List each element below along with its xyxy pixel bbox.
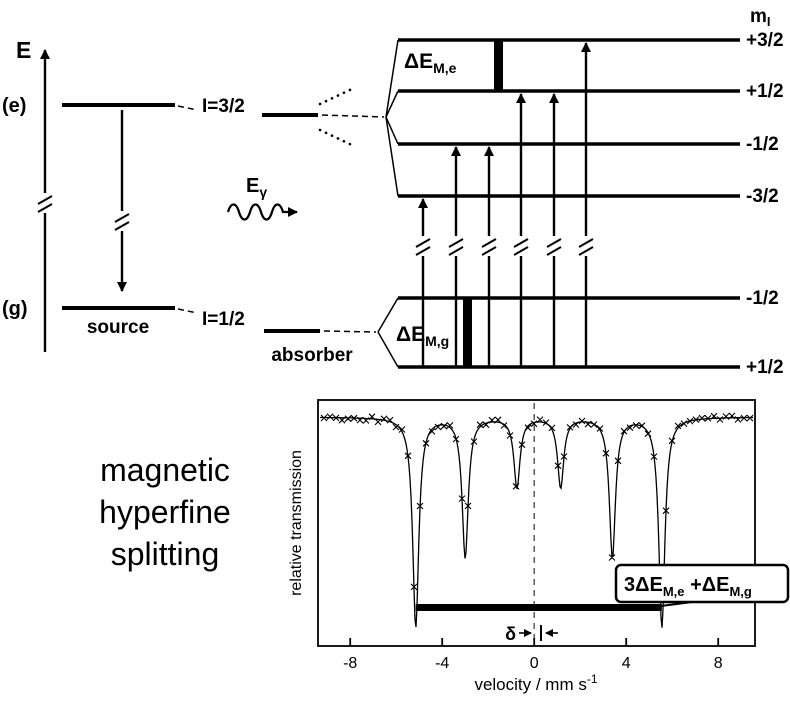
excited-state-label: (e) bbox=[2, 95, 26, 117]
x-tick-label: 8 bbox=[714, 655, 723, 672]
ground-sublevels bbox=[398, 296, 740, 369]
m-label-ground-0: -1/2 bbox=[746, 288, 779, 309]
m-label-excited-0: +3/2 bbox=[746, 30, 784, 51]
callout-box bbox=[614, 563, 790, 604]
callout-label: 3ΔEM,e +ΔEM,g bbox=[624, 574, 752, 599]
caption-line-1: magnetic bbox=[100, 452, 230, 488]
excited-fan-dash bbox=[321, 114, 385, 118]
ground-split-fan bbox=[377, 297, 399, 368]
spectrum-y-label: relative transmission bbox=[288, 450, 305, 596]
transition-break-mark-5 bbox=[546, 235, 562, 257]
x-tick-label: 4 bbox=[622, 655, 631, 672]
x-tick-label: 0 bbox=[530, 655, 539, 672]
gamma-photon-label: Eγ bbox=[246, 175, 267, 200]
delta-e-excited-label: ΔEM,e bbox=[404, 50, 457, 76]
source-label: source bbox=[87, 317, 149, 338]
delta-e-ground-bar bbox=[463, 299, 472, 367]
x-axis-ticks: -8 -4 0 4 8 bbox=[343, 638, 723, 672]
m-label-ground-1: +1/2 bbox=[746, 357, 784, 378]
delta-e-excited-bar bbox=[494, 41, 503, 91]
excited-fan-dots-upper bbox=[318, 86, 356, 106]
x-tick-label: -4 bbox=[435, 655, 449, 672]
ground-fan-dash bbox=[323, 330, 377, 333]
ground-connector-dash bbox=[177, 308, 198, 314]
m-label-excited-3: -3/2 bbox=[746, 186, 779, 207]
isomer-shift-label: δ bbox=[505, 624, 516, 644]
gamma-wave-arrow bbox=[226, 203, 298, 221]
transition-break-mark-6 bbox=[578, 235, 594, 257]
m-label-excited-1: +1/2 bbox=[746, 81, 784, 102]
ground-state-label: (g) bbox=[2, 298, 28, 320]
total-splitting-bar bbox=[415, 604, 662, 611]
transition-break-mark-3 bbox=[481, 235, 497, 257]
axis-break-mark bbox=[37, 192, 53, 214]
ground-spin-label: I=1/2 bbox=[202, 309, 245, 330]
transition-break-mark-2 bbox=[448, 235, 464, 257]
transition-break-mark-4 bbox=[513, 235, 529, 257]
transition-break-mark-1 bbox=[415, 235, 431, 257]
decay-break-mark bbox=[114, 210, 130, 232]
transition-arrows bbox=[418, 42, 591, 367]
spectrum-plot-box bbox=[317, 399, 756, 647]
delta-e-ground-label: ΔEM,g bbox=[396, 323, 449, 349]
excited-fan-dots-lower bbox=[318, 128, 356, 148]
excited-split-fan bbox=[385, 39, 399, 197]
m-quantum-header: mI bbox=[750, 6, 771, 29]
absorber-label: absorber bbox=[271, 345, 353, 366]
caption-line-3: splitting bbox=[111, 536, 220, 572]
caption-line-2: hyperfine bbox=[99, 494, 231, 530]
energy-axis-label: E bbox=[16, 37, 31, 63]
excited-connector-dash bbox=[177, 105, 198, 111]
x-tick-label: -8 bbox=[343, 655, 357, 672]
excited-spin-label: I=3/2 bbox=[202, 96, 245, 117]
spectrum-x-label: velocity / mm s-1 bbox=[474, 672, 597, 694]
m-label-excited-2: -1/2 bbox=[746, 134, 779, 155]
